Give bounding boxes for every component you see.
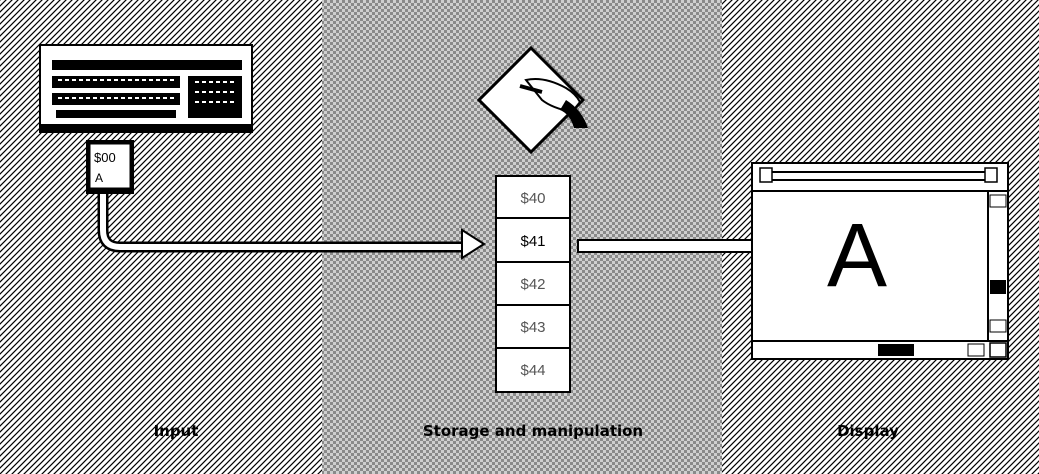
keyboard-icon — [39, 44, 253, 133]
key-code: $00 — [94, 150, 116, 165]
memory-cell: $41 — [520, 233, 545, 250]
memory-column: $40 $41 $42 $43 $44 — [495, 175, 571, 393]
memory-cell: $40 — [520, 190, 545, 207]
section-label-storage: Storage and manipulation — [423, 422, 643, 440]
key-icon: $00 A — [86, 140, 134, 194]
section-label-display: Display — [837, 422, 899, 440]
memory-cell: $42 — [520, 276, 545, 293]
memory-cell: $44 — [520, 362, 545, 379]
hand-pen-icon — [476, 45, 588, 155]
memory-cell: $43 — [520, 319, 545, 336]
arrow-icon — [461, 228, 486, 260]
window-icon: A — [751, 162, 1009, 360]
section-label-input: Input — [154, 422, 199, 440]
key-char: A — [95, 171, 103, 185]
display-glyph: A — [827, 206, 887, 306]
